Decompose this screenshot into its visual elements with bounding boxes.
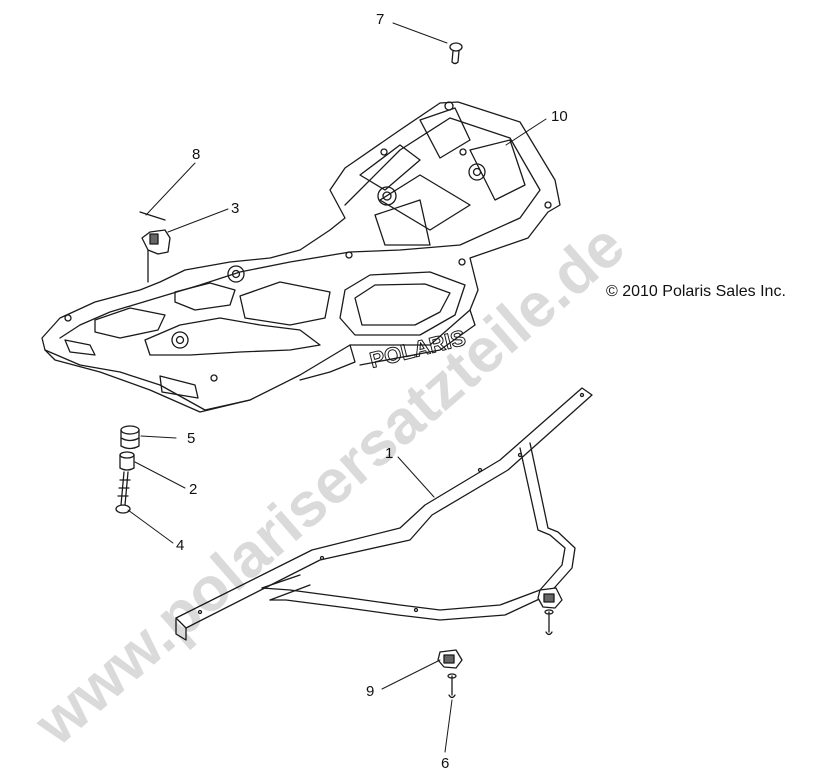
callout-9: 9 [366, 683, 375, 700]
rear-rack: POLARIS [41, 101, 561, 413]
mount-hardware [115, 425, 140, 514]
callout-8: 8 [192, 146, 201, 163]
callout-1: 1 [385, 445, 394, 462]
callout-3: 3 [231, 200, 240, 217]
callout-4: 4 [176, 537, 185, 554]
callout-7: 7 [376, 11, 385, 28]
screw-part-7 [449, 42, 463, 65]
callout-6: 6 [441, 755, 450, 772]
callout-10: 10 [551, 108, 568, 125]
leader-lines [127, 22, 547, 753]
rack-logo: POLARIS [367, 325, 468, 373]
clip-hardware [437, 587, 563, 699]
callout-5: 5 [187, 430, 196, 447]
copyright-notice: © 2010 Polaris Sales Inc. [606, 283, 786, 300]
bracket-assembly [139, 211, 171, 283]
callout-2: 2 [189, 481, 198, 498]
tube-frame [175, 387, 593, 641]
